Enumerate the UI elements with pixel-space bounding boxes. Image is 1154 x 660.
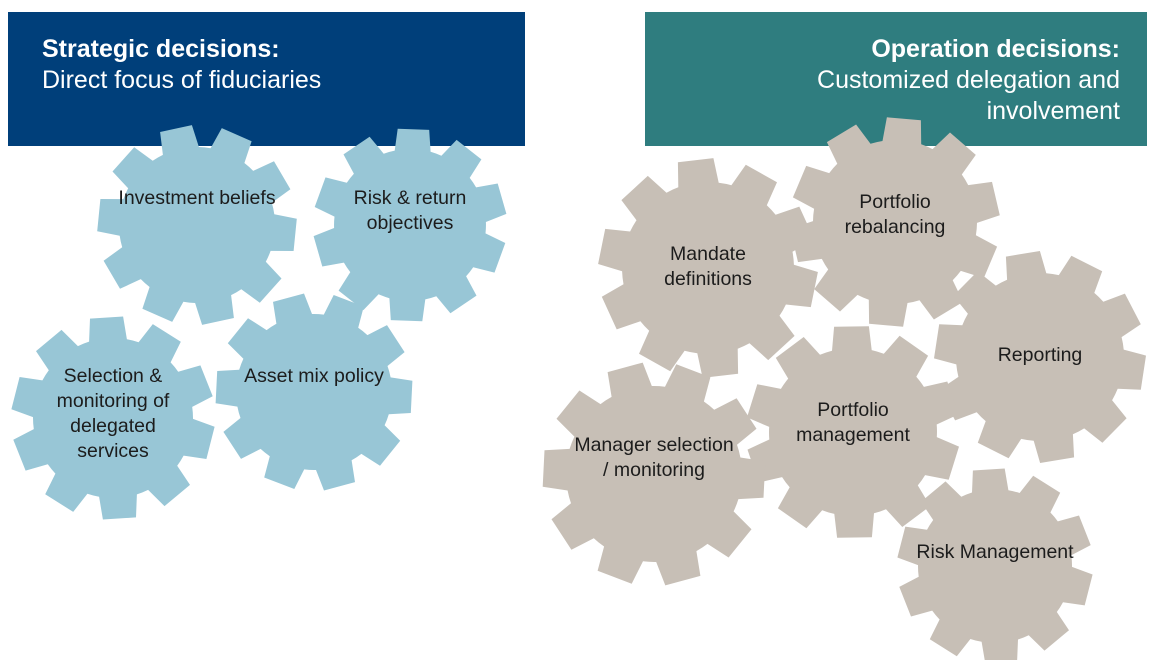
gear-portfolio-rebalancing-shape	[790, 117, 1000, 327]
gear-label-manager-selection: Manager selection / monitoring	[574, 434, 734, 481]
gear-asset-mix-policy-shape	[215, 293, 413, 491]
gear-label-investment-beliefs: Investment beliefs	[118, 187, 276, 209]
gear-risk-management-shape	[897, 468, 1093, 660]
gear-mandate-definitions-shape	[598, 158, 818, 378]
operational-title: Operation decisions:	[871, 35, 1120, 63]
gear-label-mandate-definitions: Mandate definitions	[664, 243, 752, 290]
strategic-title: Strategic decisions:	[42, 35, 280, 63]
gear-investment-beliefs-shape	[97, 125, 297, 325]
gear-label-risk-return-objectives: Risk & return objectives	[353, 187, 467, 234]
gear-label-portfolio-management: Portfolio management	[796, 399, 910, 446]
strategic-subtitle: Direct focus of fiduciaries	[42, 66, 322, 94]
gear-selection-monitoring-shape	[11, 316, 215, 520]
strategic-header: Strategic decisions: Direct focus of fid…	[8, 12, 525, 146]
gear-label-portfolio-rebalancing: Portfolio rebalancing	[844, 191, 946, 238]
gear-label-selection-monitoring: Selection & monitoring of delegated serv…	[56, 365, 170, 462]
gear-label-reporting: Reporting	[997, 344, 1083, 366]
operational-subtitle: Customized delegation and involvement	[817, 66, 1120, 125]
gear-portfolio-management-shape	[747, 326, 959, 538]
gear-manager-selection-shape	[542, 362, 766, 586]
gear-risk-return-objectives-shape	[313, 128, 507, 322]
operational-header: Operation decisions: Customized delegati…	[645, 12, 1147, 146]
gear-label-asset-mix-policy: Asset mix policy	[244, 365, 384, 387]
gear-reporting-shape	[934, 251, 1146, 463]
gear-label-risk-management: Risk Management	[916, 541, 1074, 563]
